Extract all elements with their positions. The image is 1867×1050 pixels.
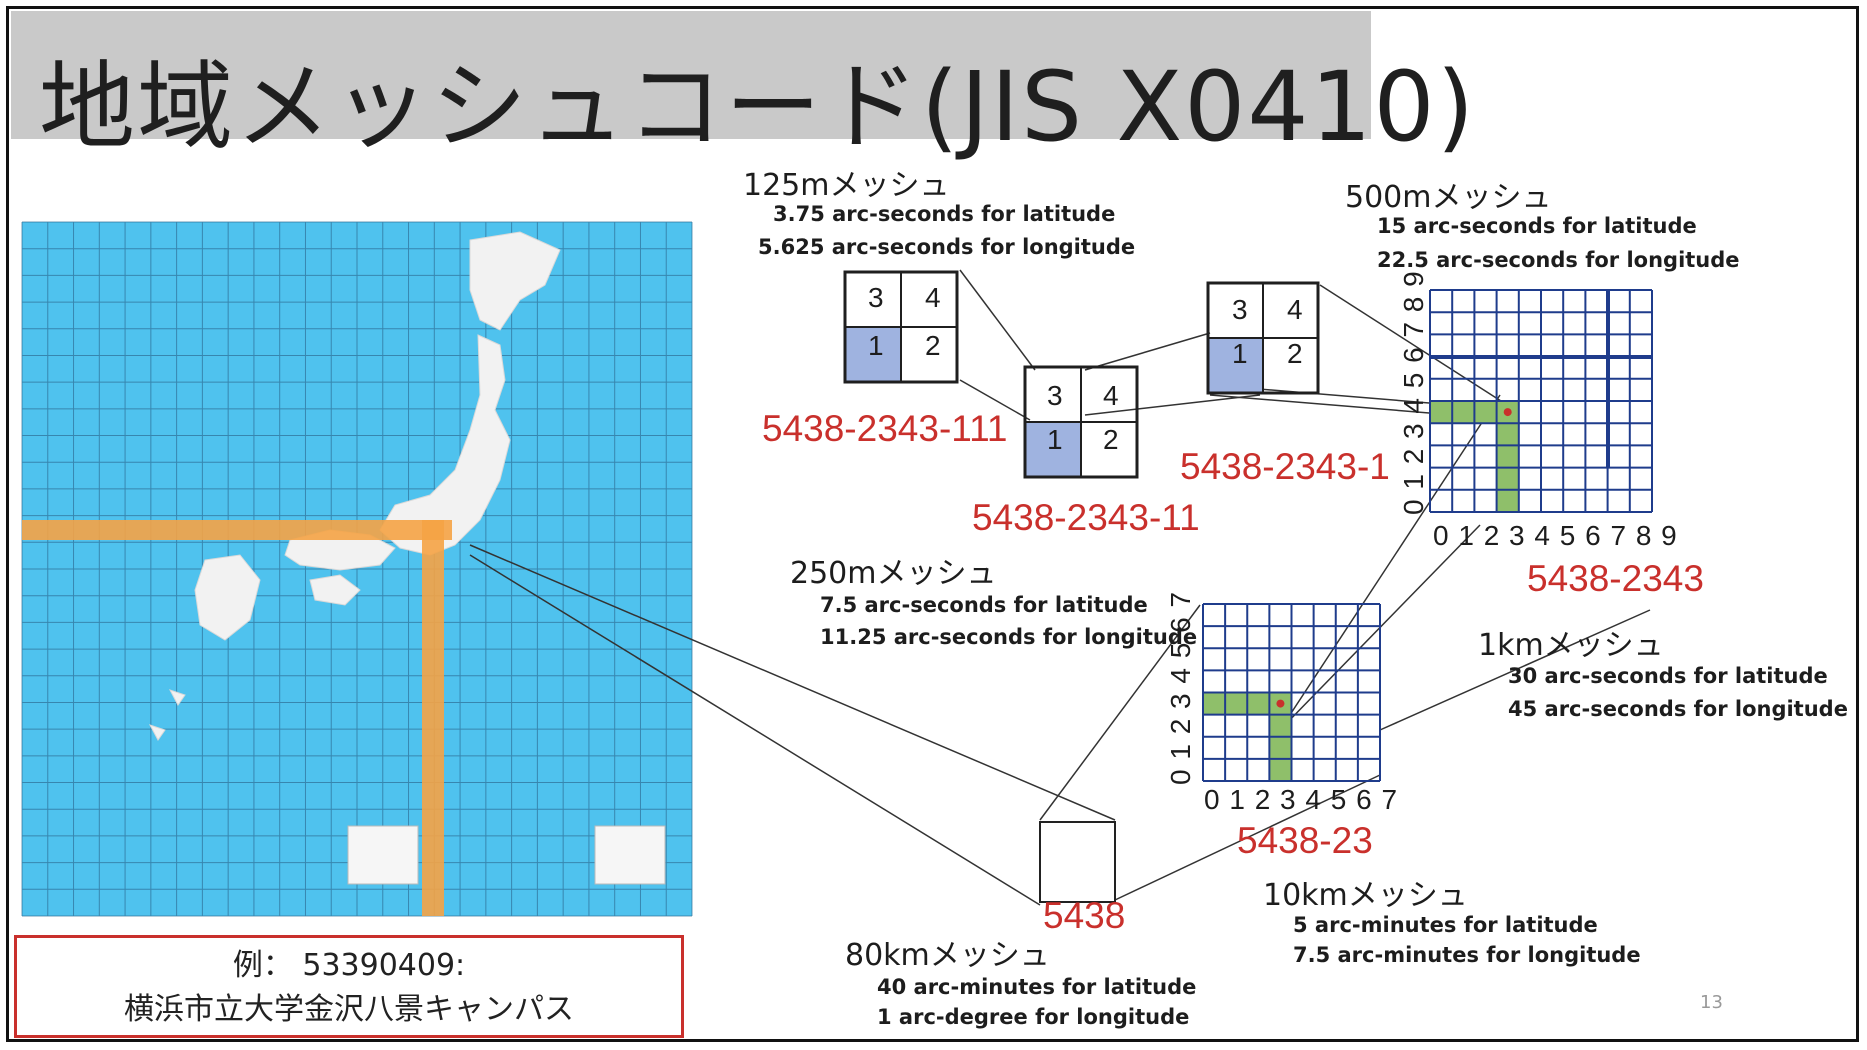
map-grid xyxy=(21,221,693,917)
q500-label-tl: 3 xyxy=(1232,294,1249,325)
grid-1km-y-axis: 0 1 2 3 4 5 6 7 8 9 xyxy=(1398,270,1429,515)
grid-1km xyxy=(1429,289,1653,513)
grid-1km-x-axis: 0 1 2 3 4 5 6 7 8 9 xyxy=(1433,520,1678,551)
q125-label-bl: 1 xyxy=(868,330,885,361)
mesh-125m-lat: 3.75 arc-seconds for latitude xyxy=(773,202,1116,226)
mesh-250m-lon: 11.25 arc-seconds for longitude xyxy=(820,625,1198,649)
mesh-1km-name: 1kmメッシュ xyxy=(1478,628,1664,663)
mesh-500m-code: 5438-2343-1 xyxy=(1180,446,1390,487)
mesh-80km-name: 80kmメッシュ xyxy=(845,938,1050,973)
mesh-10km-code: 5438-23 xyxy=(1237,820,1373,861)
title-bar: 地域メッシュコード(JIS X0410) xyxy=(11,11,1474,163)
mesh-80km-square xyxy=(1039,821,1116,903)
q250-label-tr: 4 xyxy=(1103,380,1120,411)
connector-lines xyxy=(469,269,1651,906)
quad-500m xyxy=(1206,281,1320,395)
mesh-80km-code: 5438 xyxy=(1043,895,1126,936)
mesh-250m-code: 5438-2343-11 xyxy=(972,497,1200,538)
slide-frame xyxy=(6,6,1859,1042)
q125-label-br: 2 xyxy=(925,330,942,361)
quad-125m xyxy=(843,270,959,384)
grid-10km-y-axis: 0 1 2 3 4 5 6 7 xyxy=(1165,590,1196,785)
mesh-500m-lon: 22.5 arc-seconds for longitude xyxy=(1377,248,1740,272)
mesh-80km-lon: 1 arc-degree for longitude xyxy=(877,1005,1190,1029)
mesh-10km-name: 10kmメッシュ xyxy=(1263,878,1468,913)
q250-label-bl: 1 xyxy=(1047,424,1064,455)
mesh-1km-lon: 45 arc-seconds for longitude xyxy=(1508,697,1848,721)
mesh-125m-name: 125mメッシュ xyxy=(743,168,950,203)
grid-10km xyxy=(1202,603,1381,782)
mesh-80km-lat: 40 arc-minutes for latitude xyxy=(877,975,1197,999)
mesh-1km-code: 5438-2343 xyxy=(1527,558,1704,599)
q250-label-br: 2 xyxy=(1103,424,1120,455)
mesh-10km-lon: 7.5 arc-minutes for longitude xyxy=(1293,943,1641,967)
mesh-10km-lat: 5 arc-minutes for latitude xyxy=(1293,913,1598,937)
q500-label-br: 2 xyxy=(1287,338,1304,369)
q125-label-tr: 4 xyxy=(925,282,942,313)
japan-silhouette xyxy=(148,231,561,741)
latitude-band xyxy=(22,520,452,540)
mesh-500m-name: 500mメッシュ xyxy=(1345,180,1552,215)
q250-label-tl: 3 xyxy=(1047,380,1064,411)
mesh-125m-code: 5438-2343-111 xyxy=(762,408,1008,449)
example-location: 横浜市立大学金沢八景キャンパス xyxy=(124,992,574,1027)
grid-10km-x-axis: 0 1 2 3 4 5 6 7 xyxy=(1204,784,1399,815)
mesh-1km-lat: 30 arc-seconds for latitude xyxy=(1508,664,1828,688)
longitude-band xyxy=(422,520,444,916)
q500-label-bl: 1 xyxy=(1232,338,1249,369)
mesh-500m-lat: 15 arc-seconds for latitude xyxy=(1377,214,1697,238)
example-box: 例： 53390409: 横浜市立大学金沢八景キャンパス xyxy=(14,935,684,1038)
page-number: 13 xyxy=(1700,992,1723,1013)
quad-250m xyxy=(1023,365,1139,479)
mesh-125m-lon: 5.625 arc-seconds for longitude xyxy=(758,235,1136,259)
example-code: 例： 53390409: xyxy=(232,948,466,983)
slide-title: 地域メッシュコード(JIS X0410) xyxy=(39,51,1477,163)
mesh-250m-lat: 7.5 arc-seconds for latitude xyxy=(820,593,1148,617)
q125-label-tl: 3 xyxy=(868,282,885,313)
q500-label-tr: 4 xyxy=(1287,294,1304,325)
mesh-250m-name: 250mメッシュ xyxy=(790,556,997,591)
